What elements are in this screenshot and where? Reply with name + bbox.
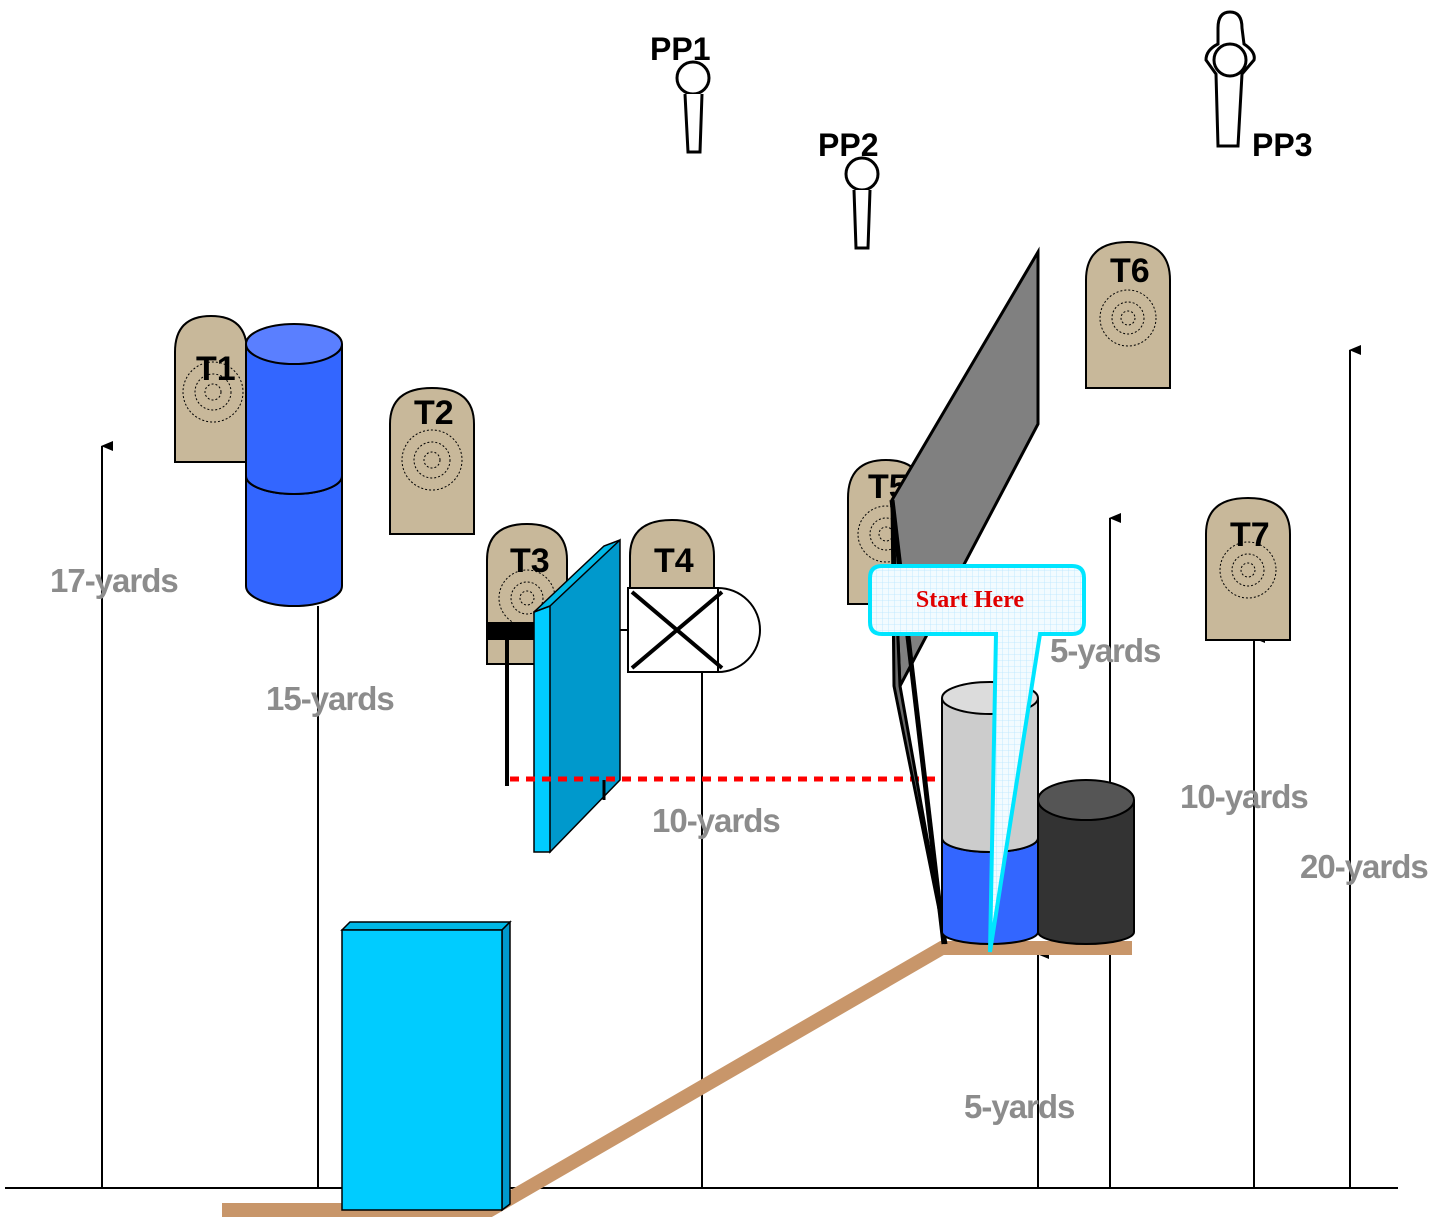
pp1-label: PP1 bbox=[650, 31, 710, 67]
swinger-target bbox=[606, 587, 761, 673]
barrel-stack-blue bbox=[245, 323, 343, 607]
target-label-t7: T7 bbox=[1230, 516, 1270, 554]
pp2-label: PP2 bbox=[818, 127, 878, 163]
pp3-label: PP3 bbox=[1252, 127, 1312, 163]
label-15-yards: 15-yards bbox=[266, 680, 394, 717]
shooting-position-pp2: PP2 bbox=[818, 127, 880, 250]
label-5-yards-upper: 5-yards bbox=[1050, 632, 1160, 669]
target-label-t3: T3 bbox=[510, 542, 550, 580]
start-here-text: Start Here bbox=[916, 587, 1025, 613]
label-5-yards-lower: 5-yards bbox=[964, 1088, 1074, 1125]
label-10-yards-right: 10-yards bbox=[1180, 778, 1308, 815]
start-here-callout: Start Here bbox=[868, 564, 1086, 953]
label-17-yards: 17-yards bbox=[50, 562, 178, 599]
label-20-yards: 20-yards bbox=[1300, 848, 1428, 885]
wall-cyan bbox=[340, 920, 512, 1212]
target-t2: T2 bbox=[389, 386, 475, 535]
target-t6: T6 bbox=[1085, 240, 1171, 389]
target-t1: T1 bbox=[174, 314, 248, 463]
panel-teal bbox=[533, 538, 621, 854]
shooting-position-pp1: PP1 bbox=[650, 31, 711, 154]
label-10-yards-center: 10-yards bbox=[652, 802, 780, 839]
target-label-t2: T2 bbox=[414, 394, 454, 432]
target-label-t4: T4 bbox=[654, 542, 694, 580]
target-label-t6: T6 bbox=[1110, 252, 1150, 290]
target-t7: T7 bbox=[1205, 496, 1291, 641]
target-label-t1: T1 bbox=[196, 350, 236, 388]
barrel-dark bbox=[1037, 779, 1135, 945]
shooting-position-pp3: PP3 bbox=[1204, 10, 1312, 163]
